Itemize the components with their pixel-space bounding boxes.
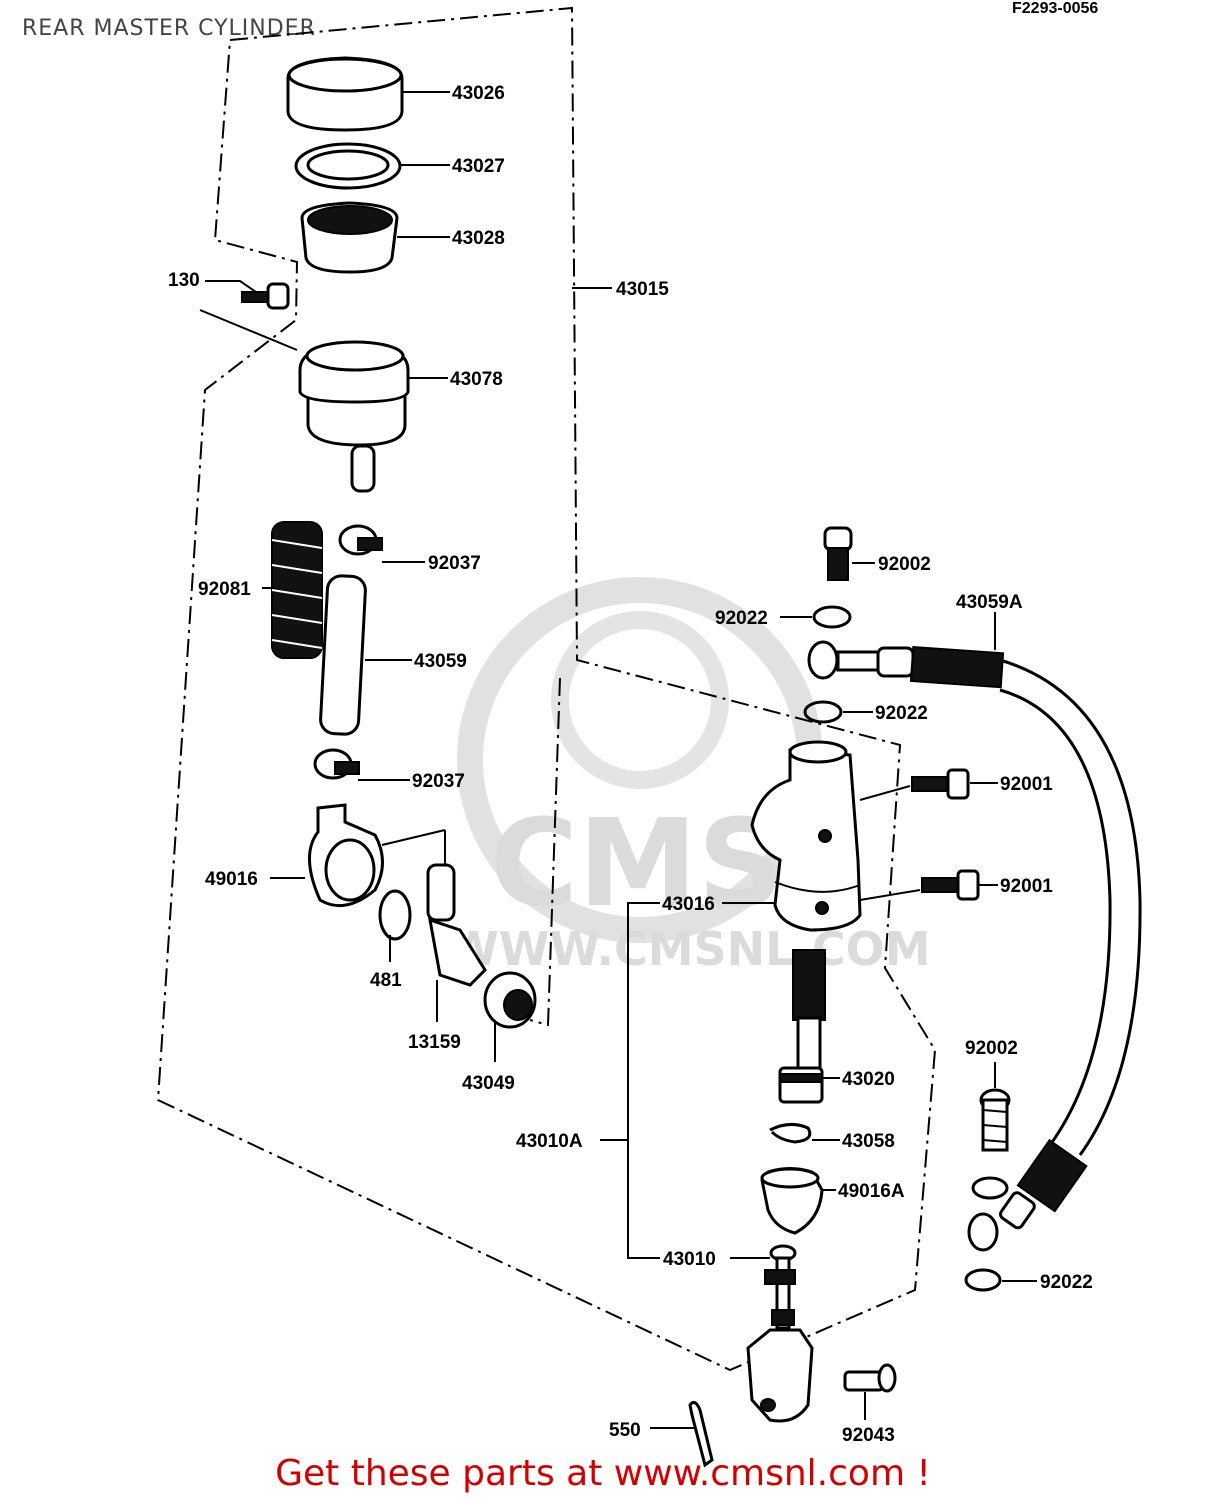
label-43028: 43028 [452,228,505,249]
label-550: 550 [609,1420,641,1441]
label-92001-upper: 92001 [1000,774,1053,795]
label-92043: 92043 [842,1425,895,1446]
label-92002-lower: 92002 [965,1038,1018,1059]
part-92022-washer-lower [964,1268,1037,1292]
label-43058: 43058 [842,1131,895,1152]
label-92002-upper: 92002 [878,554,931,575]
part-92043-pin [843,1363,897,1420]
part-92022-washer-lower2 [971,1176,1009,1200]
part-43059A-brake-hose [807,612,1142,1252]
part-92081-spring [262,521,323,659]
part-43078-reservoir [298,340,448,493]
part-43020-piston [778,949,840,1104]
part-43010-push-rod [730,1244,814,1423]
label-92022-lower: 92022 [1040,1272,1093,1293]
watermark-url-text: WWW.CMSNL.COM [448,922,931,976]
label-43010A: 43010A [516,1131,583,1152]
label-481: 481 [370,970,402,991]
part-43058-clip [769,1123,840,1144]
figure-reference: F2293-0056 [1012,0,1099,17]
part-43026-cap [286,56,450,132]
part-92001-bolt-lower [859,869,998,901]
label-92001-lower: 92001 [1000,876,1053,897]
label-92037-lower: 92037 [412,771,465,792]
assembly-outline-43015 [156,6,937,1372]
part-92037-clamp-lower [313,748,410,781]
label-92022-middle: 92022 [875,703,928,724]
label-43020: 43020 [842,1069,895,1090]
watermark-logo-text: CMS [490,795,784,934]
part-43027-ring [294,142,450,190]
part-13159-joint [426,863,487,1022]
part-92037-clamp-upper [338,524,425,563]
part-481-circlip [378,889,412,962]
part-49016A-boot [760,1167,836,1235]
part-92022-washer-middle [803,700,873,724]
part-92001-bolt-upper [859,768,998,801]
part-43016-cylinder-body [750,740,862,932]
part-92002-bolt-lower [979,1062,1011,1152]
part-92022-washer-upper [780,605,852,629]
label-43010: 43010 [663,1249,716,1270]
part-43028-plate [300,201,450,274]
footer-link-text[interactable]: Get these parts at www.cmsnl.com ! [275,1453,931,1494]
label-43016: 43016 [662,894,715,915]
part-49016-fitting [270,803,384,908]
label-43027: 43027 [452,156,505,177]
part-43059-hose [319,574,412,736]
assembly-outline-sub [529,677,561,1027]
label-43026: 43026 [452,83,505,104]
label-43078: 43078 [450,369,503,390]
label-92081: 92081 [198,579,251,600]
label-43059: 43059 [414,651,467,672]
label-49016: 49016 [205,869,258,890]
label-43059A: 43059A [956,592,1023,613]
label-92037-upper: 92037 [428,553,481,574]
bracket-43016 [627,902,660,1259]
label-13159: 13159 [408,1032,461,1053]
part-92002-banjo-bolt-upper [823,526,875,581]
label-49016A: 49016A [838,1181,905,1202]
label-43015: 43015 [616,279,669,300]
label-130: 130 [168,270,200,291]
label-92022-upper: 92022 [715,608,768,629]
part-43049-grommet [483,971,537,1062]
part-130-screw [199,280,298,351]
part-550-cotter-pin [650,1400,714,1468]
label-43049: 43049 [462,1073,515,1094]
